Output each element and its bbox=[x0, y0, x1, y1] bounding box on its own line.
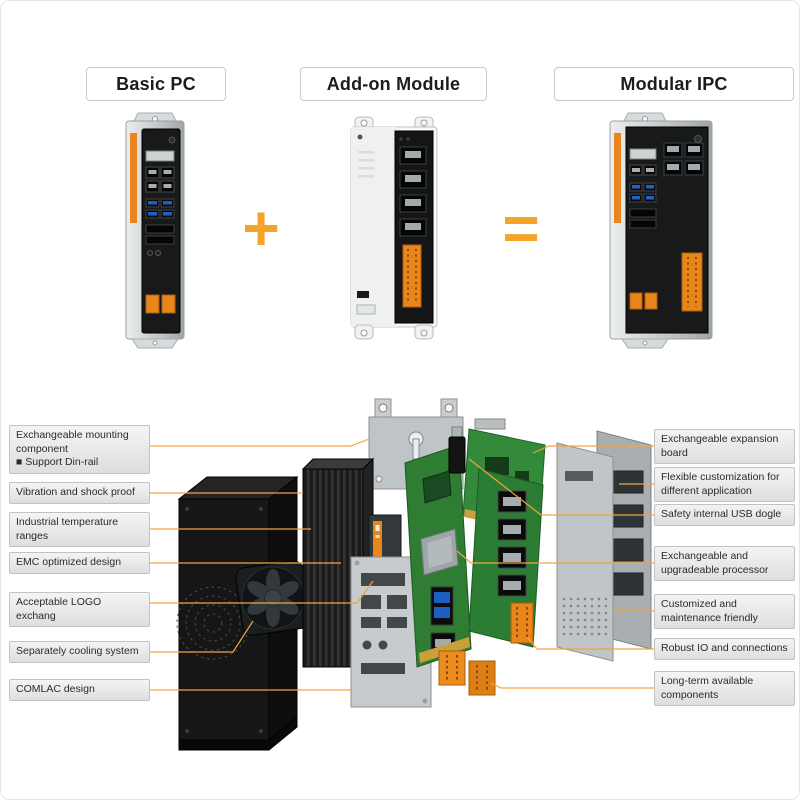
ethernet-ports bbox=[497, 490, 527, 597]
feature-label-emc-design: EMC optimized design bbox=[9, 552, 150, 574]
plus-operator: + bbox=[242, 192, 280, 264]
feature-label-mounting-component: Exchangeable mounting component ■ Suppor… bbox=[9, 425, 150, 474]
cover-panels bbox=[556, 430, 652, 662]
feature-label-flexible-customization: Flexible customization for different app… bbox=[654, 467, 795, 503]
gold-edge-connector bbox=[419, 637, 470, 663]
feature-label-comlac-design: COMLAC design bbox=[9, 679, 150, 701]
modular-ipc-image bbox=[609, 112, 713, 349]
feature-label-industrial-temperature: Industrial temperature ranges bbox=[9, 512, 150, 548]
feature-label-text: Vibration and shock proof bbox=[16, 486, 135, 498]
feature-label-maintenance-friendly: Customized and maintenance friendly bbox=[654, 594, 795, 630]
display-ports bbox=[629, 208, 657, 229]
feature-label-longterm-components: Long-term available components bbox=[654, 671, 795, 707]
feature-label-text: Exchangeable mounting component bbox=[16, 429, 129, 455]
feature-label-text: EMC optimized design bbox=[16, 556, 122, 568]
orange-brand-strip bbox=[614, 133, 621, 223]
feature-label-text: Long-term available components bbox=[661, 675, 754, 701]
power-button-icon bbox=[694, 135, 702, 143]
main-board bbox=[404, 444, 472, 668]
feature-label-text: Safety internal USB dogle bbox=[661, 508, 782, 520]
terminal-connectors bbox=[629, 252, 703, 312]
terminal-connector bbox=[402, 244, 422, 308]
feature-label-robust-io: Robust IO and connections bbox=[654, 638, 795, 660]
usb-dongle bbox=[448, 426, 466, 474]
feature-label-vibration-shock: Vibration and shock proof bbox=[9, 482, 150, 504]
io-board bbox=[468, 468, 544, 648]
ethernet-ports bbox=[629, 142, 704, 176]
addon-module-image bbox=[350, 116, 438, 340]
orange-brand-strip bbox=[130, 133, 137, 223]
usb-ports bbox=[145, 198, 175, 219]
feature-label-upgradeable-processor: Exchangeable and upgradeable processor bbox=[654, 546, 795, 582]
column-header-basic-pc: Basic PC bbox=[86, 67, 226, 101]
vent-slots bbox=[358, 151, 374, 178]
feature-label-text: Exchangeable expansion board bbox=[661, 433, 779, 459]
feature-label-text: Acceptable LOGO exchang bbox=[16, 596, 102, 622]
feature-label-text: Exchangeable and upgradeable processor bbox=[661, 550, 769, 576]
usb-ports bbox=[629, 182, 657, 203]
feature-label-text: Customized and maintenance friendly bbox=[661, 598, 758, 624]
sim-port bbox=[357, 291, 369, 298]
exploded-view bbox=[176, 398, 652, 751]
feature-label-logo-exchange: Acceptable LOGO exchang bbox=[9, 592, 150, 628]
column-header-modular-ipc: Modular IPC bbox=[554, 67, 794, 101]
dvi-port bbox=[145, 150, 175, 162]
ethernet-ports bbox=[145, 166, 175, 193]
dvi-port bbox=[629, 148, 657, 160]
connector-lines bbox=[149, 438, 654, 691]
feature-label-text: Separately cooling system bbox=[16, 645, 139, 657]
cooling-fan bbox=[235, 560, 311, 636]
terminal-connector bbox=[510, 602, 534, 644]
equals-operator: = bbox=[502, 192, 540, 264]
feature-label-text: Robust IO and connections bbox=[661, 642, 788, 654]
column-header-addon-module: Add-on Module bbox=[300, 67, 487, 101]
feature-label-expansion-board: Exchangeable expansion board bbox=[654, 429, 795, 465]
feature-label-text: Flexible customization for different app… bbox=[661, 471, 780, 497]
feature-label-text: Industrial temperature ranges bbox=[16, 516, 119, 542]
card-slot bbox=[356, 304, 376, 315]
power-button-icon bbox=[168, 136, 176, 144]
display-ports bbox=[145, 224, 175, 245]
terminal-connectors bbox=[145, 294, 176, 314]
usb-stack bbox=[430, 586, 454, 626]
basic-pc-image bbox=[125, 112, 185, 349]
ethernet-ports bbox=[399, 146, 427, 237]
terminal-blocks bbox=[438, 650, 496, 696]
feature-label-subtext: ■ Support Din-rail bbox=[16, 456, 99, 469]
feature-label-usb-dongle: Safety internal USB dogle bbox=[654, 504, 795, 526]
feature-label-text: COMLAC design bbox=[16, 683, 95, 695]
feature-label-cooling-system: Separately cooling system bbox=[9, 641, 150, 663]
cpu-heatspreader bbox=[420, 528, 459, 576]
